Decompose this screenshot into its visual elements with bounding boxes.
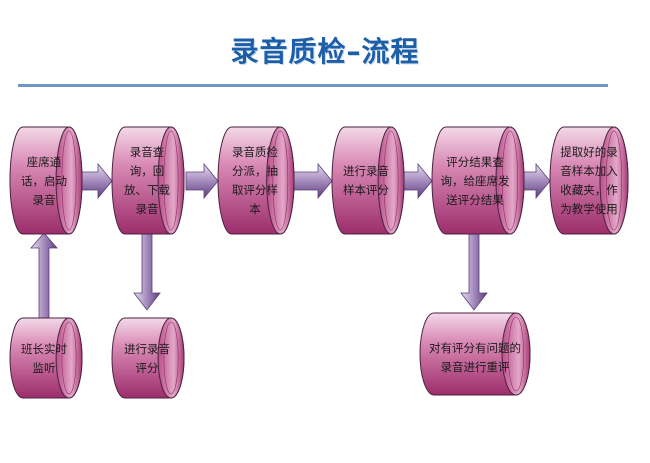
drum-n9 (419, 312, 531, 396)
drum-n8 (111, 317, 185, 399)
node-sample-scoring: 进行录音样本评分 (343, 164, 389, 197)
node-dispatch-sampling: 录音质检分派，抽取评分样本 (232, 145, 278, 216)
node-scoring: 进行录音评分 (124, 342, 170, 375)
drum-n1 (9, 126, 83, 235)
node-collect-samples: 提取好的录音样本加入收藏夹，作为教学使用 (560, 145, 618, 216)
node-rescore: 对有评分有问题的录音进行重评 (429, 341, 521, 374)
arrow-n2-n3 (185, 162, 219, 200)
node-agent-call: 座席通话，启动录音 (21, 154, 67, 207)
node-monitor: 班长实时监听 (21, 342, 67, 375)
drum-n5 (431, 126, 525, 235)
title-divider (18, 84, 608, 87)
drum-n3 (217, 126, 295, 235)
drum-n4 (331, 126, 405, 235)
arrow-n5-n6 (521, 162, 551, 200)
arrow-n5-n9 (460, 232, 488, 311)
drum-n2 (111, 126, 185, 235)
node-query-playback: 录音查询，回放、下载录音 (124, 145, 170, 216)
arrow-n3-n4 (293, 162, 333, 200)
arrow-n7-n1 (30, 232, 58, 319)
page-title: 录音质检–流程 (230, 35, 420, 68)
arrow-n2-n8 (133, 232, 161, 311)
drum-n7 (9, 317, 83, 399)
arrow-n4-n5 (403, 162, 433, 200)
drum-n6 (549, 126, 629, 235)
arrow-n1-n2 (79, 162, 113, 200)
node-result-query: 评分结果查询，给座席发送评分结果 (440, 154, 510, 207)
